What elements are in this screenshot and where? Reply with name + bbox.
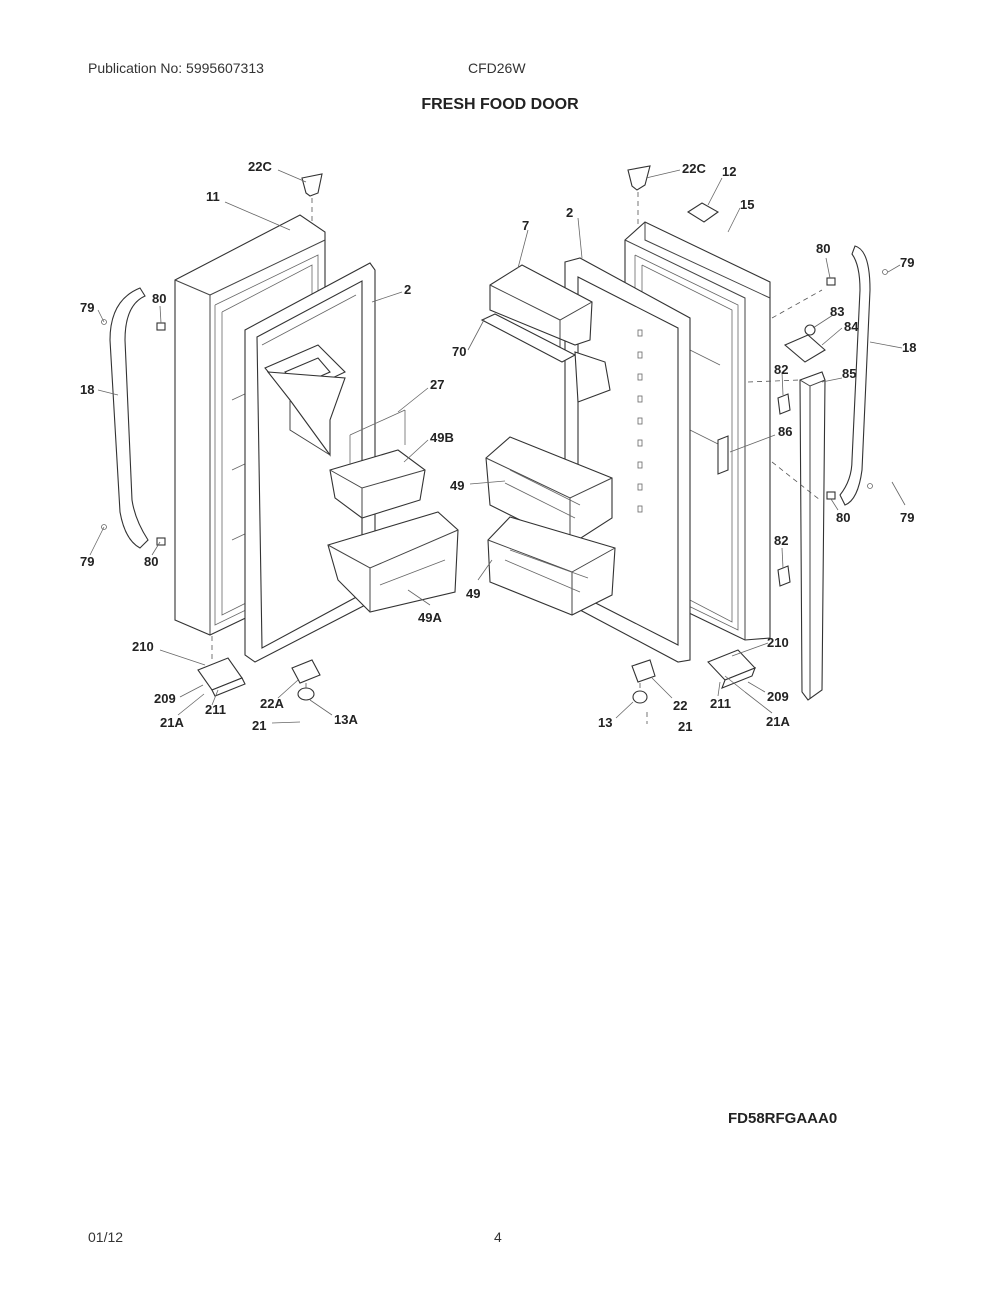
callout-11: 11 bbox=[206, 189, 220, 204]
callout-27: 27 bbox=[430, 377, 444, 392]
callout-210-left: 210 bbox=[132, 639, 154, 654]
callout-21a-right: 21A bbox=[766, 714, 790, 729]
callout-15: 15 bbox=[740, 197, 754, 212]
callout-12: 12 bbox=[722, 164, 736, 179]
left-door-handle bbox=[101, 287, 166, 549]
callout-80-left-bot: 80 bbox=[144, 554, 158, 569]
callout-18-left: 18 bbox=[80, 382, 94, 397]
callout-85: 85 bbox=[842, 366, 856, 381]
left-door-bin-49b bbox=[329, 409, 426, 519]
callout-70: 70 bbox=[452, 344, 466, 359]
callout-22-right: 22 bbox=[673, 698, 687, 713]
right-handle-trim-85 bbox=[799, 371, 826, 701]
right-dairy-compartment bbox=[480, 264, 611, 403]
callout-49b: 49B bbox=[430, 430, 454, 445]
right-spacer-86 bbox=[717, 435, 729, 475]
callout-18-right: 18 bbox=[902, 340, 916, 355]
callout-22c-left: 22C bbox=[248, 159, 272, 174]
page-number: 4 bbox=[494, 1229, 502, 1245]
callout-83: 83 bbox=[830, 304, 844, 319]
callout-22c-right: 22C bbox=[682, 161, 706, 176]
callout-49a: 49A bbox=[418, 610, 442, 625]
right-door-bin-upper bbox=[485, 436, 613, 546]
callout-82-bot: 82 bbox=[774, 533, 788, 548]
callout-79-left-top: 79 bbox=[80, 300, 94, 315]
callout-209-left: 209 bbox=[154, 691, 176, 706]
right-lower-hinge-pin bbox=[631, 659, 656, 724]
callout-7: 7 bbox=[522, 218, 529, 233]
callout-82-top: 82 bbox=[774, 362, 788, 377]
right-clips-82 bbox=[777, 393, 791, 587]
callout-86: 86 bbox=[778, 424, 792, 439]
footer-date: 01/12 bbox=[88, 1229, 124, 1245]
left-leader-lines bbox=[89, 169, 431, 724]
callout-2-right: 2 bbox=[566, 205, 573, 220]
right-hinge-cap-22c bbox=[627, 165, 651, 228]
left-dispenser-shelf bbox=[264, 344, 346, 457]
callout-49-upper: 49 bbox=[450, 478, 464, 493]
callout-21a-left: 21A bbox=[160, 715, 184, 730]
callout-79-left-bot: 79 bbox=[80, 554, 94, 569]
callout-2-left: 2 bbox=[404, 282, 411, 297]
left-lower-hinge-pin bbox=[291, 659, 321, 701]
callout-210-right: 210 bbox=[767, 635, 789, 650]
callout-22a: 22A bbox=[260, 696, 284, 711]
right-dashed-assembly-guides bbox=[747, 289, 823, 501]
callout-80-left-top: 80 bbox=[152, 291, 166, 306]
left-door-bin-49a bbox=[327, 511, 459, 613]
publication-number: Publication No: 5995607313 bbox=[88, 60, 264, 76]
callout-79-right-bot: 79 bbox=[900, 510, 914, 525]
callout-84: 84 bbox=[844, 319, 859, 334]
callout-13-right: 13 bbox=[598, 715, 612, 730]
callout-49-lower: 49 bbox=[466, 586, 480, 601]
callout-13a: 13A bbox=[334, 712, 358, 727]
right-door-handle bbox=[826, 245, 888, 506]
shelf-support-holes bbox=[637, 329, 643, 513]
page-title: FRESH FOOD DOOR bbox=[421, 96, 579, 113]
callout-209-right: 209 bbox=[767, 689, 789, 704]
callout-80-right-bot: 80 bbox=[836, 510, 850, 525]
callout-21-left: 21 bbox=[252, 718, 266, 733]
left-hinge-cap-22c bbox=[301, 173, 323, 222]
right-bottom-hinge bbox=[707, 649, 756, 693]
callout-21-right: 21 bbox=[678, 719, 692, 734]
right-door-bin-lower bbox=[487, 516, 616, 616]
callout-211-left: 211 bbox=[205, 702, 226, 717]
left-bottom-hinge bbox=[197, 636, 246, 697]
right-door-logo-badge bbox=[686, 202, 720, 223]
callout-80-right-top: 80 bbox=[816, 241, 830, 256]
right-leader-lines bbox=[467, 169, 906, 719]
model-number: CFD26W bbox=[468, 60, 526, 76]
callout-79-right-top: 79 bbox=[900, 255, 914, 270]
right-handle-bracket-84 bbox=[783, 324, 826, 363]
callout-labels: 22C 11 2 79 80 18 27 49B 49A 79 80 210 2… bbox=[80, 159, 916, 734]
drawing-code: FD58RFGAAA0 bbox=[728, 1110, 838, 1127]
callout-211-right: 211 bbox=[710, 696, 731, 711]
